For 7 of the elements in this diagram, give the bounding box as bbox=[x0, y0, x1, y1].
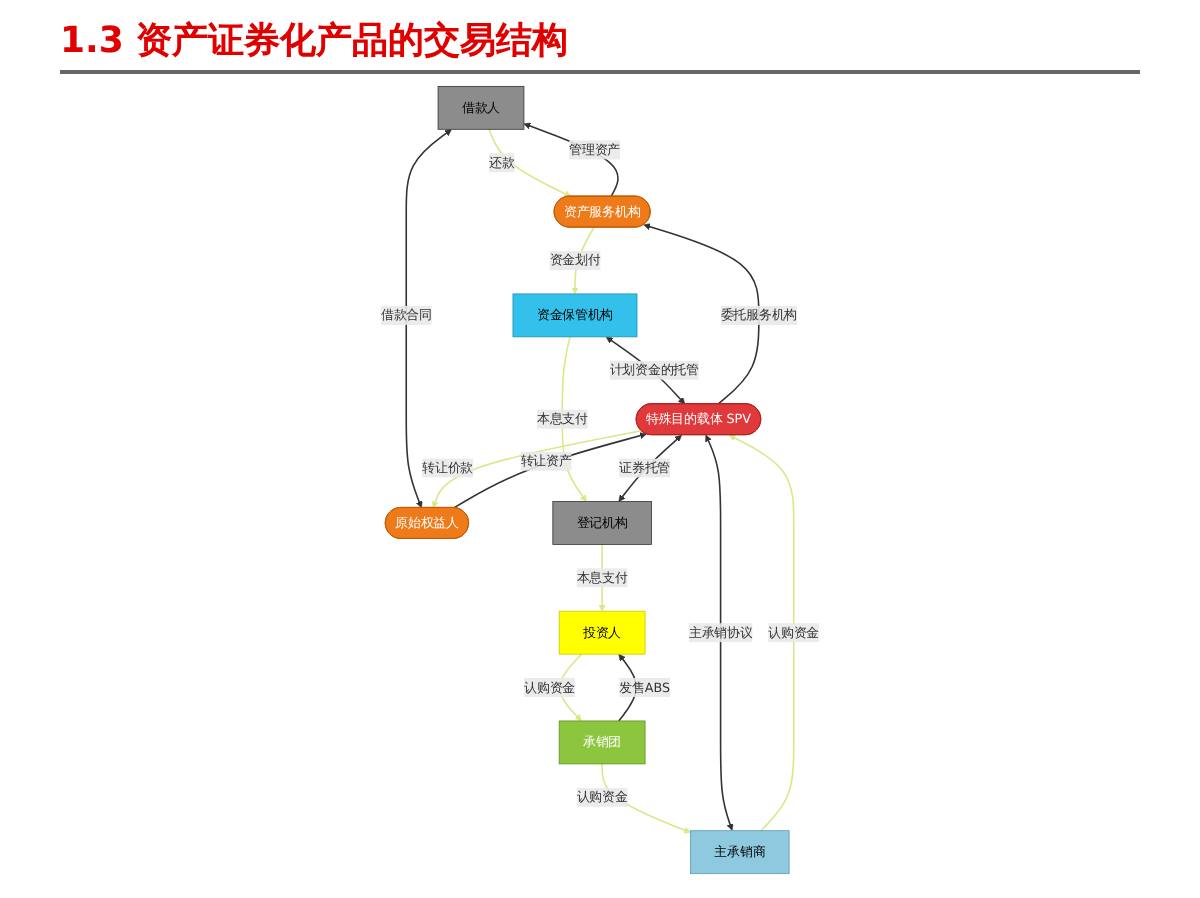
arrow bbox=[618, 433, 682, 501]
arrow bbox=[643, 222, 760, 404]
slide-title: 1.3 资产证券化产品的交易结构 bbox=[60, 16, 1140, 74]
arrow bbox=[728, 433, 795, 831]
arrow bbox=[405, 128, 452, 508]
arrow bbox=[488, 127, 572, 196]
arrow bbox=[705, 433, 734, 830]
